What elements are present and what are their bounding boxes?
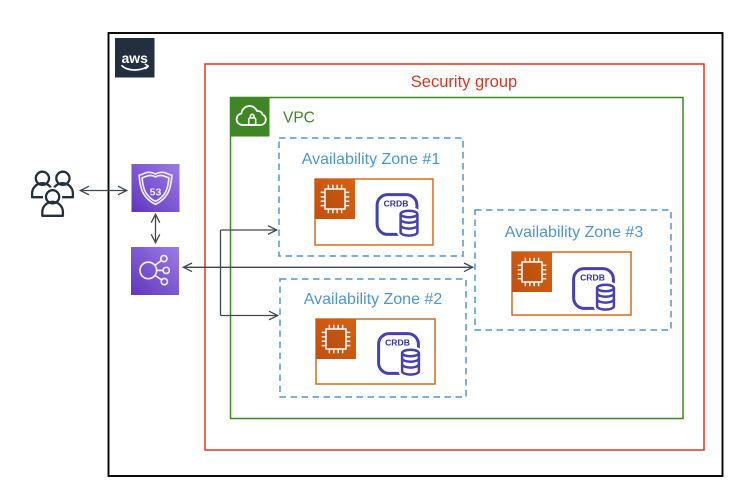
svg-text:Security group: Security group (411, 73, 517, 91)
svg-text:CRDB: CRDB (384, 199, 409, 209)
svg-text:Availability Zone #3: Availability Zone #3 (505, 224, 644, 241)
svg-text:Availability Zone #2: Availability Zone #2 (304, 291, 443, 308)
svg-text:53: 53 (150, 187, 162, 199)
svg-text:Availability Zone #1: Availability Zone #1 (302, 151, 441, 168)
svg-text:VPC: VPC (283, 110, 315, 127)
svg-text:aws: aws (121, 50, 148, 66)
